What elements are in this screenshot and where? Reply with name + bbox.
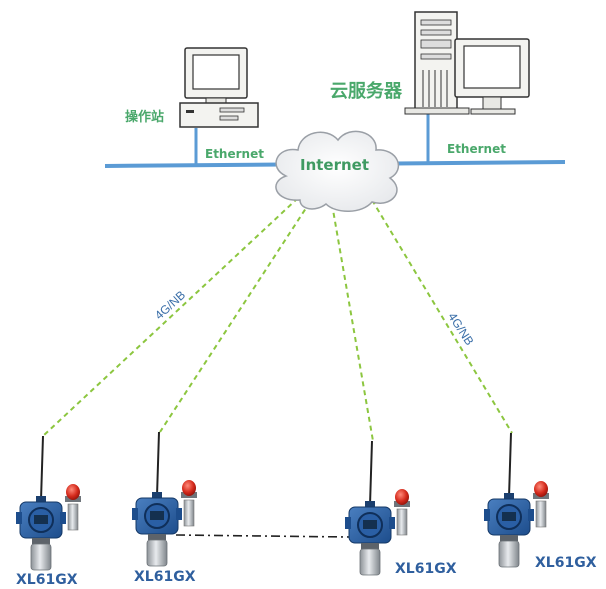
workstation-icon <box>179 47 259 128</box>
wireless-links <box>42 197 513 442</box>
wireless-link-3 <box>331 203 374 442</box>
wireless-link-4 <box>371 199 513 434</box>
workstation-label: 操作站 <box>125 110 165 125</box>
server-icon <box>404 11 530 115</box>
internet-cloud-icon <box>275 130 400 212</box>
gas-detector-icon <box>132 431 197 567</box>
device-label-2: XL61GX <box>134 569 196 585</box>
gas-detector-icon <box>484 432 549 568</box>
wireless-link-2 <box>159 201 311 433</box>
wireless-link-1 <box>42 197 299 437</box>
cloud-server-label: 云服务器 <box>330 81 402 102</box>
gas-detector-icon <box>16 435 81 571</box>
devices-layer <box>16 431 549 576</box>
device-label-3: XL61GX <box>395 561 457 577</box>
ethernet-label-right: Ethernet <box>447 142 506 156</box>
device-label-1: XL61GX <box>16 572 78 588</box>
gas-detector-icon <box>345 440 410 576</box>
device-label-4: XL61GX <box>535 555 597 571</box>
ethernet-label-left: Ethernet <box>205 147 264 161</box>
device-link-dashdot <box>175 534 350 538</box>
internet-label: Internet <box>300 156 370 174</box>
